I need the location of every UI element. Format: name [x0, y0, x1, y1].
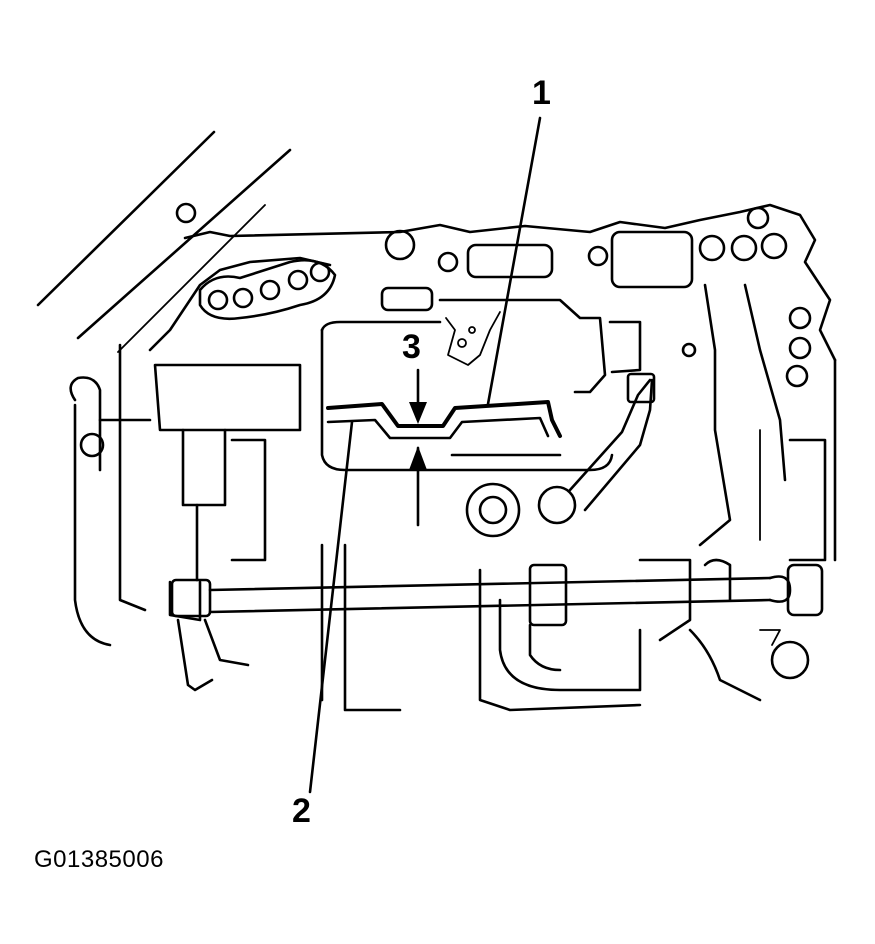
- right-side-block: [698, 283, 837, 562]
- upper-plate-outline: [148, 202, 837, 388]
- arrow-up-icon: [409, 446, 427, 470]
- leader-line-1: [486, 116, 542, 406]
- callout-3: 3: [402, 328, 421, 366]
- callout-1: 1: [532, 74, 551, 112]
- central-body: [320, 298, 642, 472]
- lower-body: [320, 543, 810, 712]
- gasket-outline: [326, 400, 562, 440]
- housing-edge-lines: [36, 130, 292, 353]
- leader-line-2: [308, 420, 354, 794]
- left-side-block: [69, 343, 302, 692]
- manual-valve-rod: [170, 558, 824, 627]
- callout-2: 2: [292, 792, 311, 830]
- leader-lines: [308, 116, 542, 794]
- figure-code: G01385006: [34, 846, 164, 873]
- arrow-down-icon: [409, 402, 427, 424]
- bolt-and-pipe: [465, 372, 656, 538]
- clearance-arrows: [409, 368, 427, 527]
- left-hole-cluster: [198, 258, 337, 320]
